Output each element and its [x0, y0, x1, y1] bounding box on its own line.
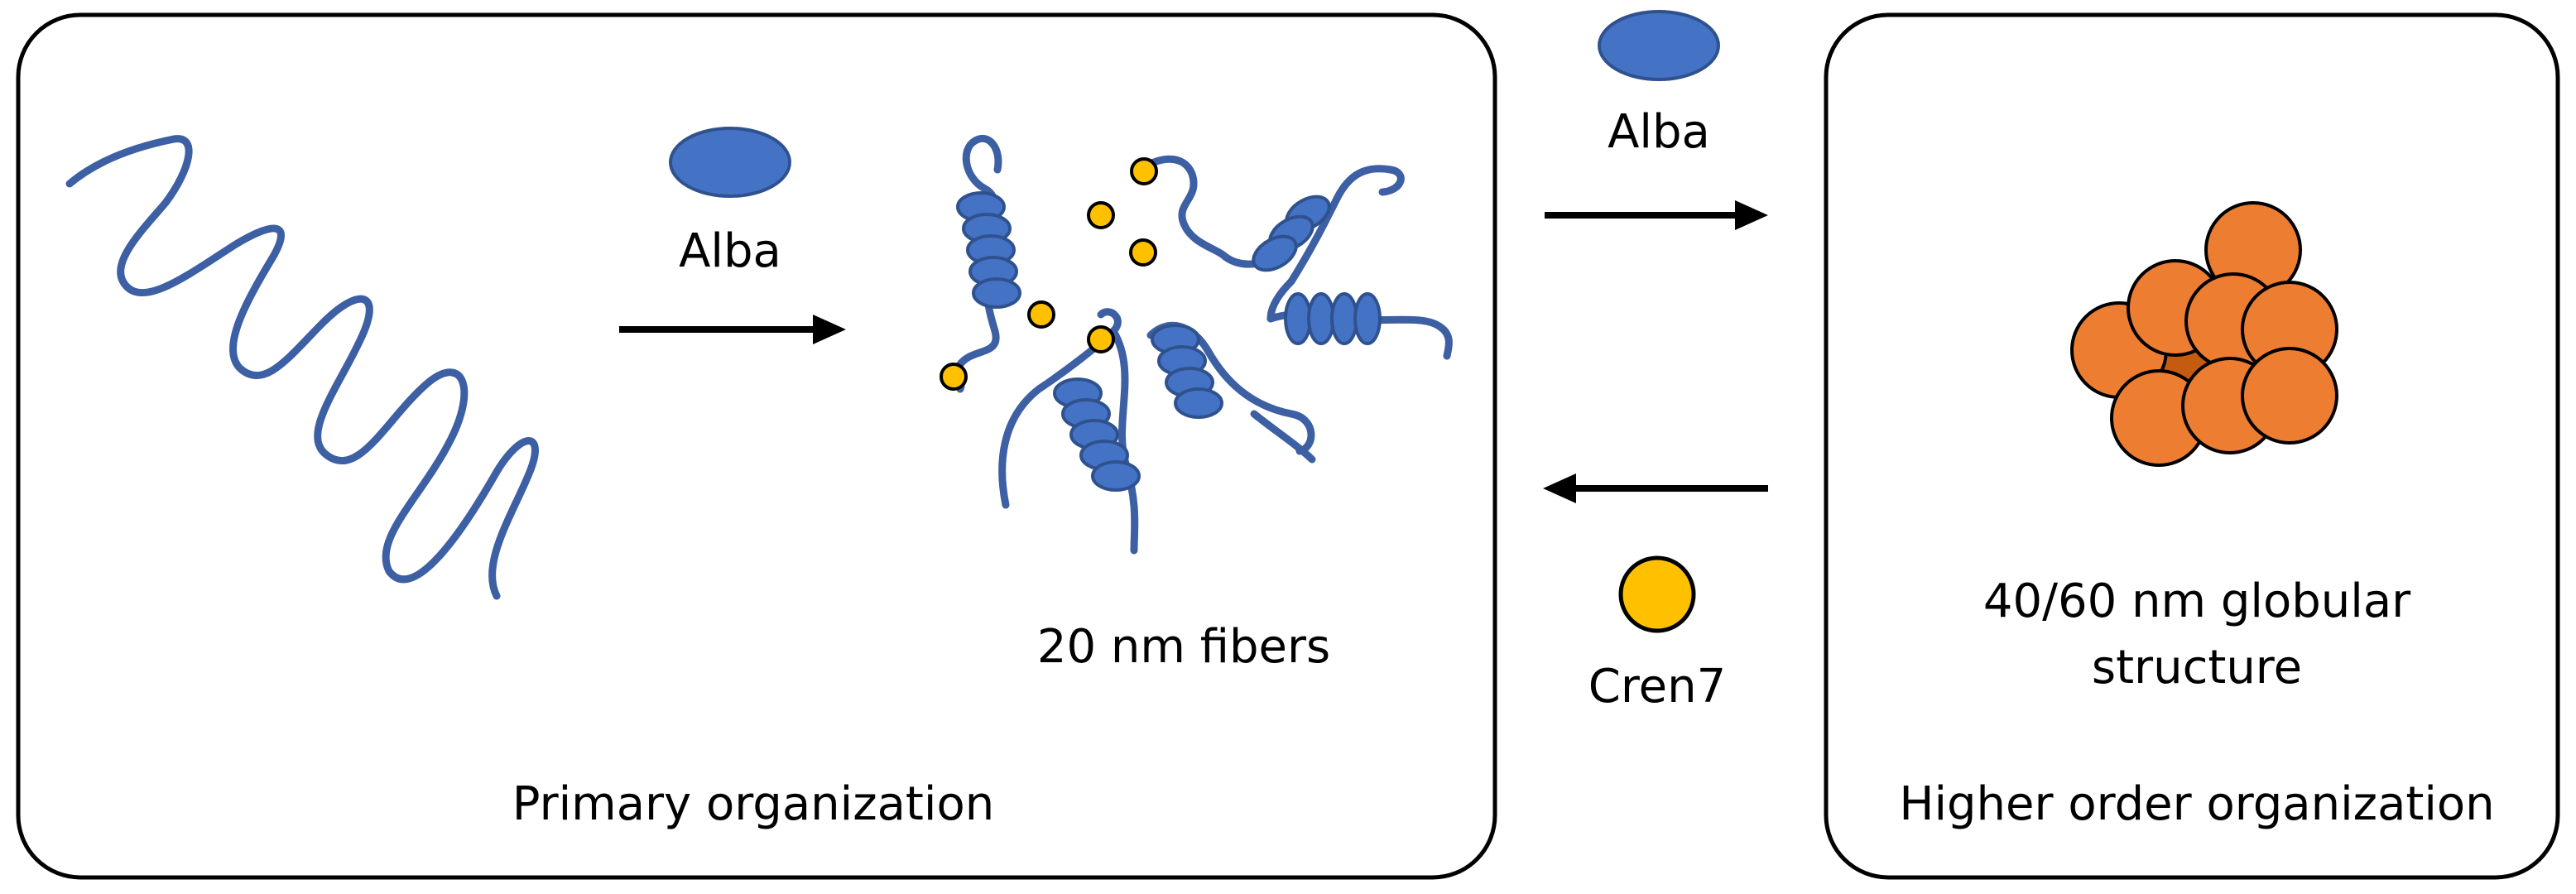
primary-organization-caption: Primary organization	[512, 777, 994, 831]
fiber-alba-bead	[972, 277, 1021, 309]
globular-label-line2: structure	[2092, 641, 2302, 695]
fiber-strand	[1250, 410, 1316, 464]
fiber-cren7-dot	[1129, 238, 1157, 267]
fiber-alba-bead	[1330, 292, 1358, 345]
higher-order-organization-caption: Higher order organization	[1899, 777, 2494, 831]
fiber-strand	[998, 308, 1122, 509]
alba-protein-icon	[669, 127, 791, 198]
globular-label-line1: 40/60 nm globular	[1983, 574, 2411, 628]
fibers-label: 20 nm fibers	[1037, 620, 1330, 674]
free-dna-strand	[65, 135, 539, 600]
fiber-cren7-dot	[1087, 325, 1115, 353]
fiber-strand	[1266, 277, 1295, 323]
fiber-strand	[1287, 165, 1405, 286]
alba-label-right: Alba	[1608, 105, 1710, 159]
alba-protein-icon-right	[1598, 10, 1720, 81]
fiber-strand	[971, 135, 1002, 174]
fiber-cren7-dot	[1130, 157, 1158, 185]
fiber-strand	[1138, 155, 1229, 261]
fiber-alba-bead	[1174, 387, 1223, 419]
fiber-cren7-dot	[1087, 201, 1115, 229]
alba-label-left: Alba	[679, 224, 781, 278]
primary-organization-panel	[16, 12, 1497, 880]
fiber-alba-bead	[1284, 292, 1312, 345]
fiber-alba-bead	[1307, 292, 1335, 345]
fibers-group	[940, 135, 1453, 555]
fiber-alba-bead	[1252, 234, 1298, 272]
arrow-to-fibers-head	[813, 315, 846, 344]
cren7-label: Cren7	[1588, 660, 1726, 714]
arrow-to-fibers-return-head	[1543, 473, 1576, 503]
fiber-cren7-dot	[1027, 300, 1055, 329]
fiber-cren7-dot	[940, 363, 968, 391]
fiber-alba-bead	[1091, 460, 1141, 492]
globular-structure	[2070, 201, 2338, 467]
arrow-to-globule-head	[1735, 200, 1768, 230]
globule-sphere	[2241, 347, 2338, 445]
fiber-alba-bead	[1353, 292, 1382, 345]
cren7-protein-icon	[1618, 555, 1696, 633]
